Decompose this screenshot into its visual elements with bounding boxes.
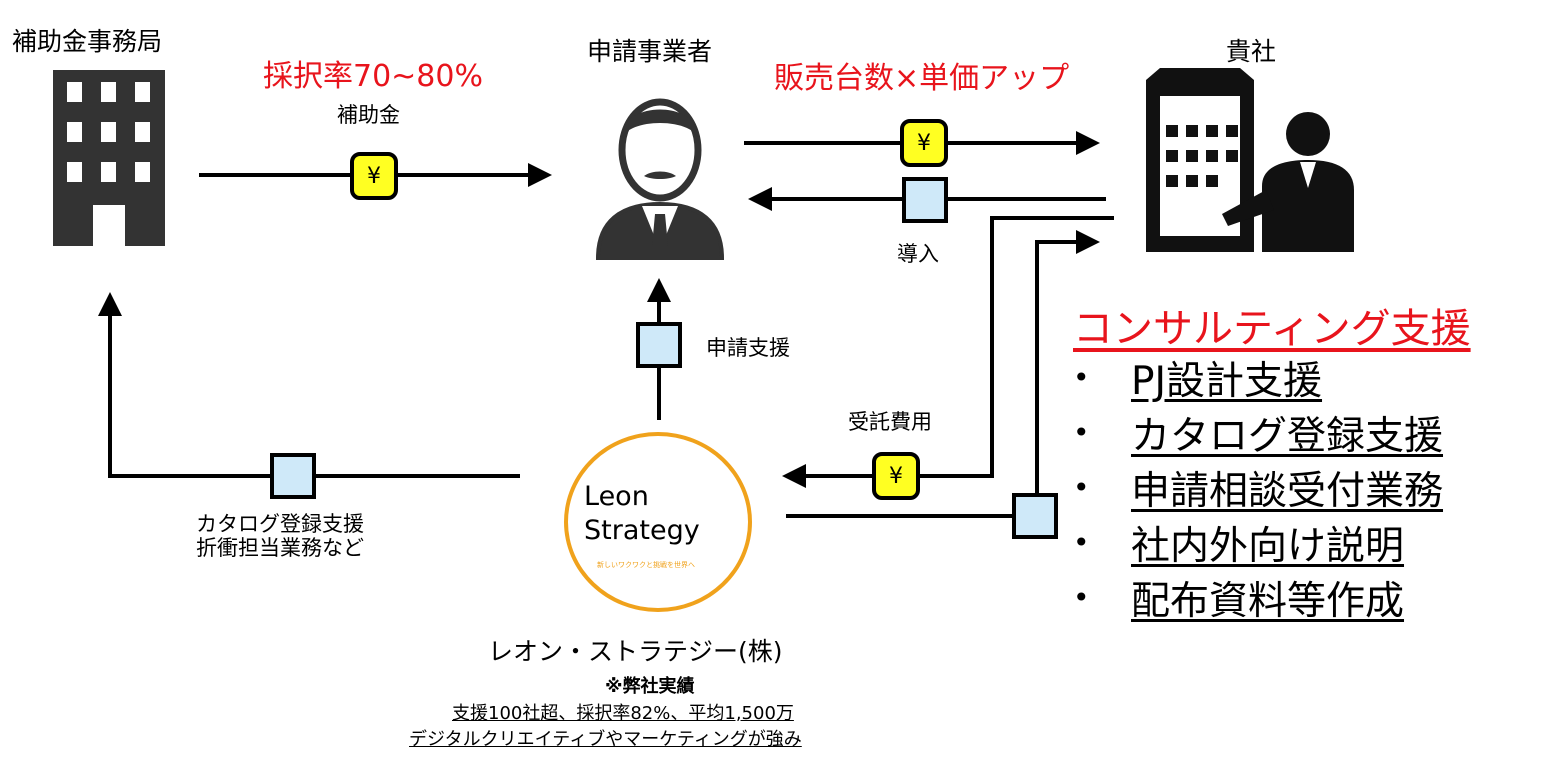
businessman-icon: [595, 98, 725, 260]
subsidy-yen-badge: ¥: [350, 152, 398, 200]
consulting-item: PJ設計支援: [1131, 358, 1323, 404]
list-item: •申請相談受付業務: [1073, 460, 1443, 515]
catalog-support-line2: 折衝担当業務など: [196, 536, 364, 561]
consulting-item: 申請相談受付業務: [1131, 468, 1444, 514]
achievements-heading: ※弊社実績: [605, 676, 695, 697]
apply-support-label: 申請支援: [706, 336, 790, 360]
subsidy-label: 補助金: [337, 103, 400, 127]
consulting-service-box: [1012, 493, 1058, 539]
consulting-item: 配布資料等作成: [1131, 578, 1405, 624]
subsidy-rate-label: 採択率70~80%: [263, 59, 483, 94]
list-item: •PJ設計支援: [1073, 350, 1443, 405]
payment-yen-badge: ¥: [900, 119, 948, 167]
list-item: •カタログ登録支援: [1073, 405, 1443, 460]
list-item: •配布資料等作成: [1073, 570, 1443, 625]
consulting-item: 社内外向け説明: [1131, 523, 1405, 569]
leon-logo-name: Leon Strategy: [584, 480, 700, 548]
introduce-label: 導入: [897, 242, 939, 266]
commission-yen-badge: ¥: [872, 452, 920, 500]
catalog-support-label: カタログ登録支援 折衝担当業務など: [196, 512, 364, 560]
leon-logo-circle: [564, 432, 752, 612]
office-label: 補助金事務局: [12, 27, 163, 56]
office-building-icon: [53, 70, 165, 246]
introduce-service-box: [902, 177, 948, 223]
leon-company-label: レオン・ストラテジー(株): [488, 637, 783, 666]
list-item: •社内外向け説明: [1073, 515, 1443, 570]
consulting-list: •PJ設計支援 •カタログ登録支援 •申請相談受付業務 •社内外向け説明 •配布…: [1073, 350, 1443, 625]
achievements-line1: 支援100社超、採択率82%、平均1,500万: [452, 703, 794, 724]
consulting-item: カタログ登録支援: [1131, 413, 1444, 459]
catalog-support-line1: カタログ登録支援: [196, 512, 364, 536]
leon-logo-line1: Leon: [584, 481, 649, 512]
catalog-arrow: [98, 292, 520, 478]
catalog-support-service-box: [270, 453, 316, 499]
commission-arrow: [782, 216, 1114, 488]
client-label: 貴社: [1226, 37, 1277, 66]
applicant-label: 申請事業者: [587, 37, 713, 66]
consulting-title: コンサルティング支援: [1073, 306, 1471, 352]
sales-up-label: 販売台数×単価アップ: [774, 61, 1070, 96]
leon-logo-line2: Strategy: [584, 515, 700, 546]
apply-support-service-box: [636, 322, 682, 368]
achievements-line2: デジタルクリエイティブやマーケティングが強み: [409, 729, 802, 750]
consulting-arrow: [786, 230, 1100, 518]
client-company-icon: [1146, 68, 1354, 252]
leon-logo-tagline: 新しいワクワクと挑戦を世界へ: [597, 561, 695, 569]
commission-label: 受託費用: [848, 410, 932, 434]
